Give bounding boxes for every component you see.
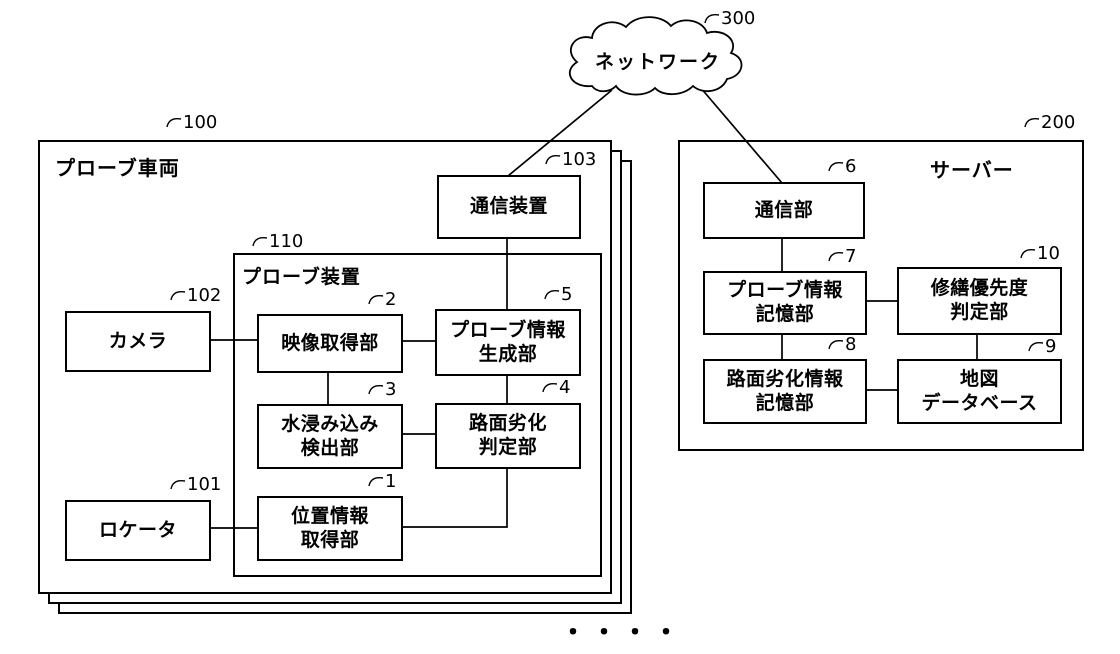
leader-hook-icon [542,382,558,393]
ref-label-8: 8 [828,334,856,355]
leader-hook-icon [544,289,560,300]
box-comm-device: 通信装置 [437,175,581,239]
ref-number: 10 [1037,243,1060,264]
ref-label-6: 6 [828,156,856,177]
leader-hook-icon [1028,341,1044,352]
ref-label-110: 110 [252,231,303,252]
ref-label-7: 7 [828,246,856,267]
ref-number: 9 [1045,336,1057,357]
ref-number: 103 [562,149,597,170]
leader-hook-icon [368,384,384,395]
probe-vehicle-label: プローブ車両 [55,156,180,180]
probe-device-label: プローブ装置 [242,266,361,288]
box-road-deterioration-storage: 路面劣化情報 記憶部 [703,359,867,424]
box-locator: ロケータ [65,500,211,561]
ref-label-4: 4 [542,377,570,398]
ref-label-103: 103 [545,149,596,170]
ref-number: 102 [187,285,222,306]
leader-hook-icon [368,294,384,305]
ref-label-5: 5 [544,284,572,305]
ref-number: 7 [845,246,857,267]
ref-number: 3 [385,379,397,400]
box-probe-info-generation: プローブ情報 生成部 [435,309,581,376]
ref-number: 5 [561,284,573,305]
box-probe-info-storage: プローブ情報 記憶部 [703,271,867,335]
leader-hook-icon [252,236,268,247]
ref-label-102: 102 [170,285,221,306]
box-road-deterioration-judgment: 路面劣化 判定部 [435,403,581,469]
leader-hook-icon [166,117,182,128]
server-label: サーバー [930,158,1014,182]
ref-number: 6 [845,156,857,177]
box-camera: カメラ [65,311,211,372]
box-position-info-acquisition: 位置情報 取得部 [257,496,403,561]
leader-hook-icon [368,476,384,487]
ref-label-200: 200 [1024,112,1075,133]
ref-number: 8 [845,334,857,355]
ref-number: 101 [187,474,222,495]
ref-number: 4 [559,377,571,398]
ref-label-2: 2 [368,289,396,310]
network-label: ネットワーク [594,51,721,73]
ref-number: 200 [1041,112,1076,133]
leader-hook-icon [828,251,844,262]
leader-hook-icon [1024,117,1040,128]
ref-label-101: 101 [170,474,221,495]
ref-label-1: 1 [368,471,396,492]
ref-label-10: 10 [1020,243,1060,264]
ref-number: 100 [183,112,218,133]
probe-device-frame [233,253,602,577]
ref-number: 300 [721,8,756,29]
ref-label-100: 100 [166,112,217,133]
ref-number: 1 [385,471,397,492]
leader-hook-icon [1020,248,1036,259]
box-video-acquisition: 映像取得部 [257,314,403,373]
continuation-dots: ・・・・ [560,618,685,648]
leader-hook-icon [704,13,720,24]
leader-hook-icon [828,161,844,172]
box-water-soak-detection: 水浸み込み 検出部 [257,404,403,469]
ref-number: 2 [385,289,397,310]
leader-hook-icon [170,290,186,301]
ref-number: 110 [269,231,304,252]
box-comm-unit: 通信部 [703,182,865,239]
box-map-database: 地図 データベース [897,359,1062,424]
leader-hook-icon [170,479,186,490]
ref-label-300: 300 [704,8,755,29]
box-repair-priority-judgment: 修繕優先度 判定部 [897,267,1062,335]
leader-hook-icon [545,154,561,165]
leader-hook-icon [828,339,844,350]
ref-label-3: 3 [368,379,396,400]
ref-label-9: 9 [1028,336,1056,357]
